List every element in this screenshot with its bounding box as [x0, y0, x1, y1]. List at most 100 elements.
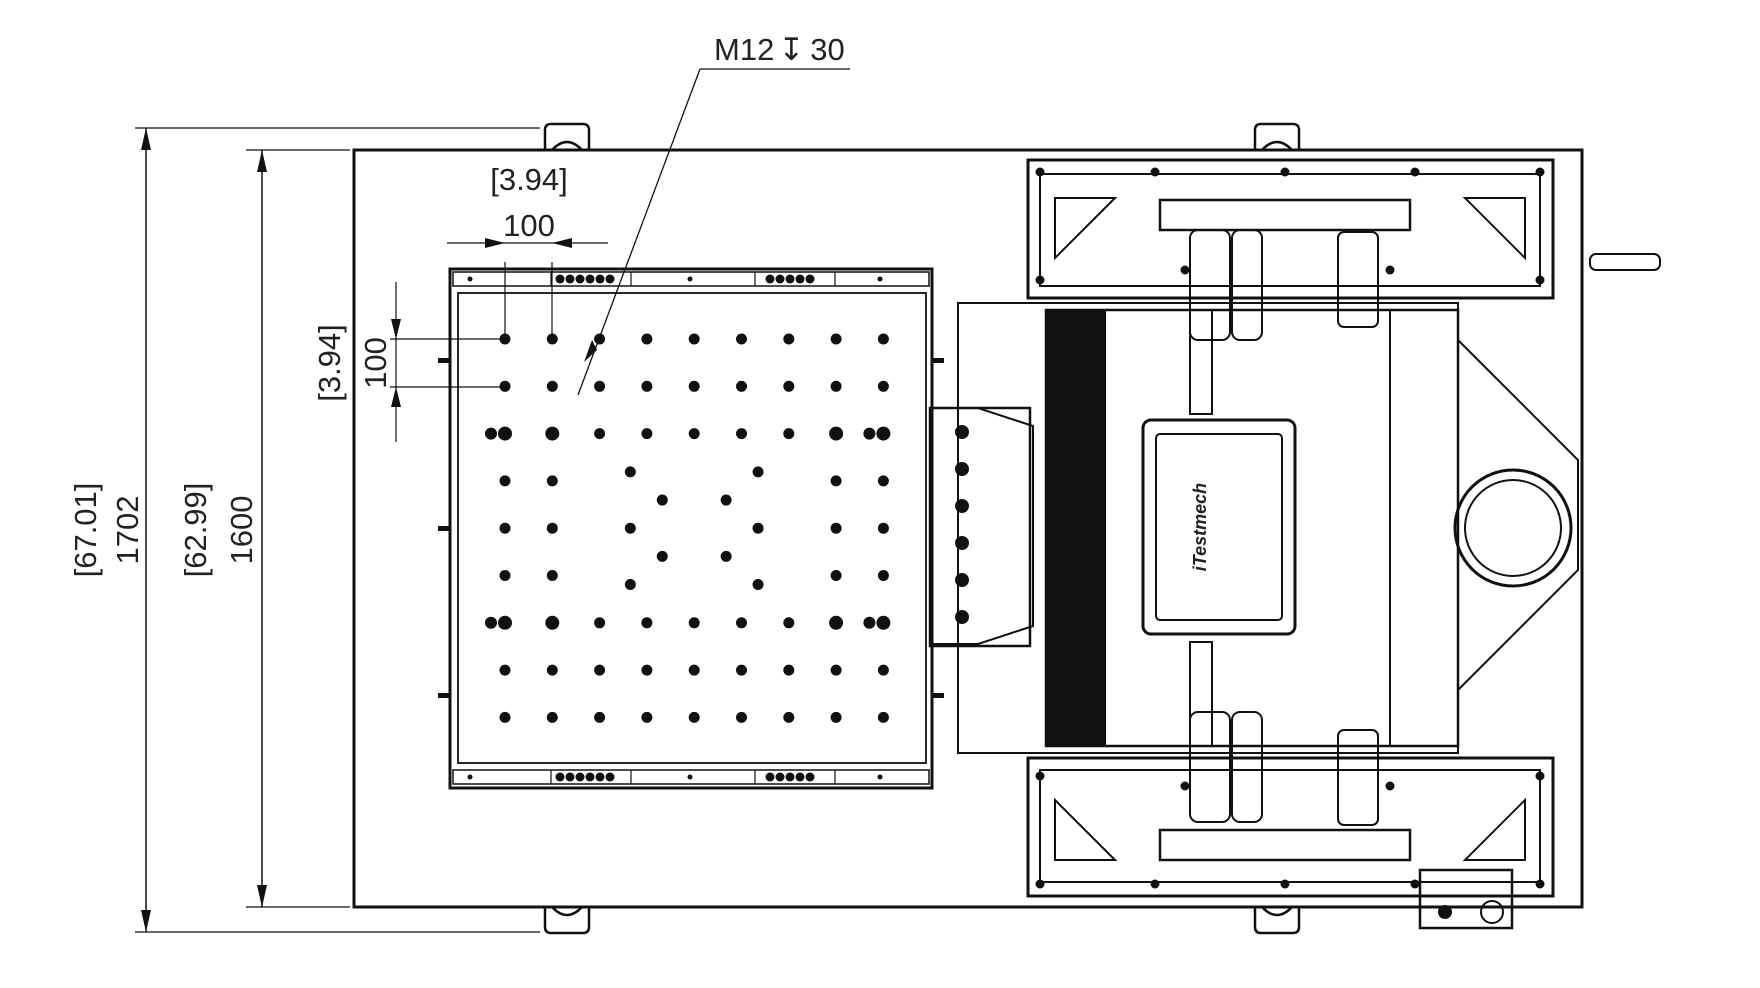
mounting-hole — [877, 522, 889, 534]
plate-height-dimension: [62.99] 1600 — [178, 149, 350, 908]
mounting-hole — [830, 380, 842, 392]
lifting-eye-top-right — [1253, 122, 1301, 151]
mounting-hole — [783, 333, 795, 345]
mounting-hole — [499, 711, 511, 723]
mounting-hole — [830, 570, 842, 581]
rail-bolt — [805, 772, 815, 782]
overall-height-dimension: [67.01] 1702 — [68, 127, 540, 933]
hole-pitch-y-mm: 100 — [358, 337, 393, 389]
rail-bolt — [765, 274, 775, 284]
overall-height-mm: 1702 — [110, 496, 145, 565]
mounting-hole — [688, 711, 700, 723]
mounting-hole — [641, 380, 653, 392]
frame-bolt — [1035, 771, 1045, 781]
mounting-hole — [877, 570, 889, 581]
mounting-hole — [877, 333, 889, 345]
mounting-hole — [688, 617, 700, 629]
rail-bolt — [555, 772, 565, 782]
rail-bolt — [775, 274, 785, 284]
connector-box — [1418, 868, 1514, 930]
rail-bolt — [877, 276, 883, 282]
hole-pitch-y-dimension: [3.94] 100 — [312, 282, 500, 442]
frame-bolt — [1280, 879, 1290, 889]
mounting-hole — [830, 664, 842, 676]
rail-bolt — [765, 772, 775, 782]
mounting-hole — [499, 664, 511, 676]
trunnion-frame-bottom — [1026, 711, 1555, 930]
rail-bolts — [467, 274, 883, 782]
mounting-hole — [830, 522, 842, 534]
hole-pitch-y-inch: [3.94] — [312, 324, 347, 402]
rail-bolt — [785, 274, 795, 284]
mounting-hole — [499, 380, 511, 392]
rail-bolt — [795, 772, 805, 782]
mounting-hole — [499, 522, 511, 534]
hole-pitch-x-dimension: [3.94] 100 — [447, 162, 608, 340]
mounting-hole — [485, 427, 497, 440]
frame-bolt — [1035, 167, 1045, 177]
controller-box: iTestmech — [1141, 418, 1297, 636]
rail-bolt — [585, 772, 595, 782]
mounting-hole — [688, 380, 700, 392]
mounting-hole — [877, 664, 889, 676]
mounting-hole — [641, 428, 653, 440]
lifting-eye-top-left — [543, 122, 591, 151]
rail-bolt — [795, 274, 805, 284]
mounting-hole — [594, 664, 606, 676]
frame-bolt — [1535, 167, 1545, 177]
base-plate — [352, 148, 1584, 909]
mounting-hole — [498, 426, 512, 441]
mounting-hole — [736, 711, 747, 723]
mounting-hole — [546, 333, 558, 345]
rail-bolt — [585, 274, 595, 284]
mounting-hole — [830, 711, 842, 723]
rail-bolt — [775, 772, 785, 782]
mounting-hole — [546, 475, 558, 487]
plate-height-mm: 1600 — [224, 496, 259, 565]
frame-bolt — [1535, 879, 1545, 889]
frame-bolt — [1410, 879, 1420, 889]
mounting-hole — [863, 616, 876, 629]
rail-bolt — [565, 772, 575, 782]
connection-clamp — [928, 406, 1034, 648]
frame-bolt — [1150, 167, 1160, 177]
mounting-hole — [829, 615, 844, 630]
frame-bolt — [1535, 275, 1545, 285]
mounting-hole — [783, 617, 795, 629]
mounting-hole — [641, 711, 653, 723]
mounting-hole — [624, 578, 636, 590]
thread-callout: M12↧30 — [577, 32, 850, 396]
mounting-hole — [499, 333, 511, 345]
mounting-hole — [641, 617, 653, 629]
mounting-hole — [498, 615, 512, 630]
mounting-hole — [624, 466, 636, 478]
mounting-hole — [830, 475, 842, 487]
rail-bolt — [467, 774, 473, 780]
mounting-hole — [688, 428, 700, 440]
exhaust-port — [1453, 468, 1573, 588]
rail-bolt — [575, 274, 585, 284]
mounting-hole — [499, 475, 511, 487]
mounting-hole — [783, 664, 795, 676]
mounting-hole — [720, 550, 732, 562]
trunnion-frame-top — [1026, 158, 1661, 341]
rail-bolt — [605, 274, 615, 284]
mounting-hole — [641, 333, 653, 345]
mounting-hole — [546, 664, 558, 676]
mounting-hole — [545, 615, 560, 630]
mounting-hole — [688, 664, 700, 676]
rail-bolt — [565, 274, 575, 284]
mounting-hole — [546, 522, 558, 534]
frame-bolt — [1180, 781, 1190, 791]
overall-height-inch: [67.01] — [68, 483, 103, 578]
frame-bolt — [1035, 275, 1045, 285]
hole-pitch-x-mm: 100 — [503, 208, 555, 243]
frame-bolt — [1180, 265, 1190, 275]
mounting-hole — [752, 466, 764, 478]
rail-bolt — [467, 276, 473, 282]
mounting-hole — [736, 617, 747, 629]
mounting-hole — [752, 522, 764, 534]
rail-bolt — [595, 274, 605, 284]
mounting-hole — [594, 380, 606, 392]
